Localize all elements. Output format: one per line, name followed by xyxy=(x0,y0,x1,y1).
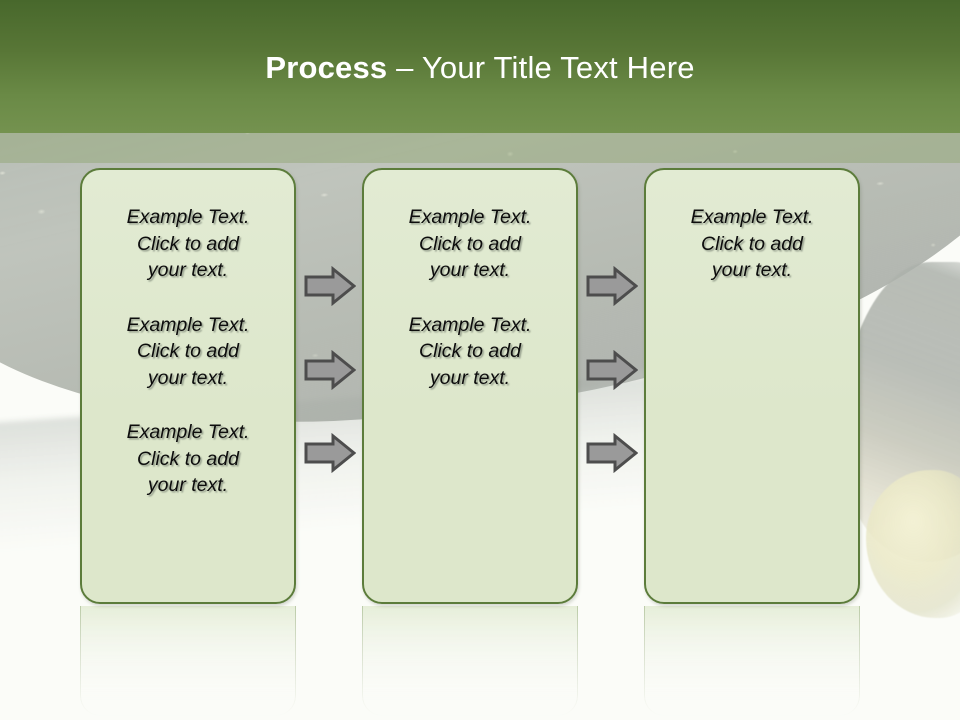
page-title: Process – Your Title Text Here xyxy=(0,50,960,86)
box-reflection xyxy=(644,606,860,716)
arrow-right-icon xyxy=(304,266,356,306)
arrow-right-icon xyxy=(304,433,356,473)
header-accent-band xyxy=(0,133,960,163)
arrow-right-icon xyxy=(586,350,638,390)
page-title-strong: Process xyxy=(265,50,388,85)
process-box-1[interactable]: Example Text. Click to add your text. Ex… xyxy=(80,168,296,604)
arrow-right-icon xyxy=(586,266,638,306)
arrow-right-icon xyxy=(586,433,638,473)
box-reflection xyxy=(80,606,296,716)
placeholder-text[interactable]: Example Text. Click to add your text. xyxy=(690,206,814,282)
process-box-3[interactable]: Example Text. Click to add your text. xyxy=(644,168,860,604)
page-title-rest: – Your Title Text Here xyxy=(387,50,695,85)
arrow-right-icon xyxy=(304,350,356,390)
placeholder-text[interactable]: Example Text. Click to add your text. xyxy=(126,421,250,497)
placeholder-text[interactable]: Example Text. Click to add your text. xyxy=(126,206,250,282)
box-reflection xyxy=(362,606,578,716)
placeholder-text[interactable]: Example Text. Click to add your text. xyxy=(408,313,532,389)
placeholder-text[interactable]: Example Text. Click to add your text. xyxy=(126,313,250,389)
title-bar: Process – Your Title Text Here xyxy=(0,0,960,133)
process-box-2[interactable]: Example Text. Click to add your text. Ex… xyxy=(362,168,578,604)
placeholder-text[interactable]: Example Text. Click to add your text. xyxy=(408,206,532,282)
